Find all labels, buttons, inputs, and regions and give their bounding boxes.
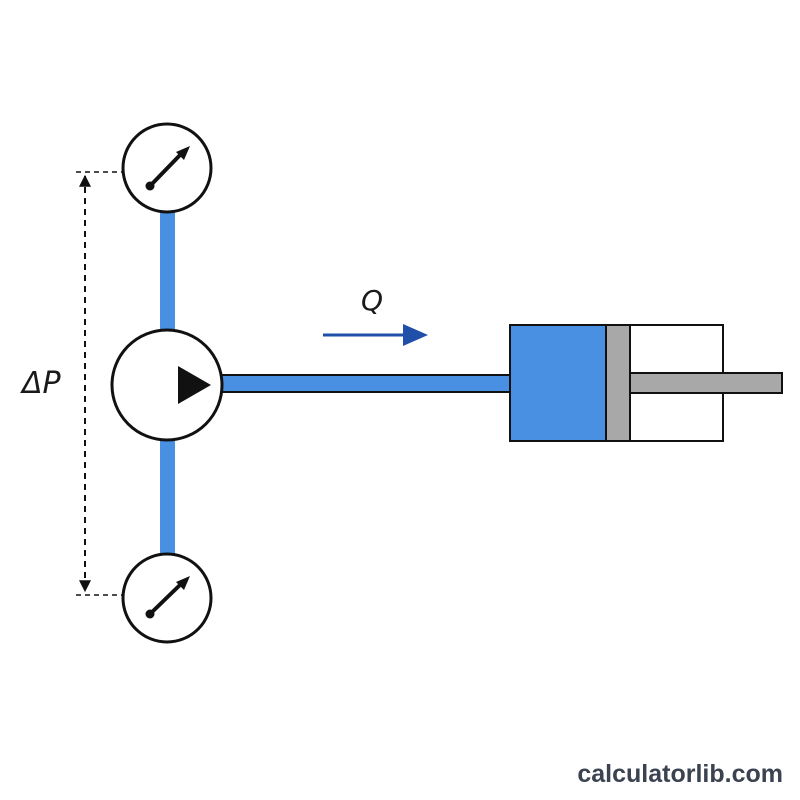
cylinder-fluid-chamber bbox=[509, 324, 607, 442]
watermark: calculatorlib.com bbox=[577, 760, 783, 788]
flow-rate-label: Q bbox=[361, 284, 383, 317]
pump bbox=[110, 328, 224, 442]
lower-pressure-gauge bbox=[121, 552, 213, 644]
pressure-difference-label: ΔP bbox=[20, 366, 62, 401]
flow-arrow bbox=[323, 324, 428, 346]
piston-rod bbox=[629, 372, 783, 394]
upper-pressure-gauge bbox=[121, 122, 213, 214]
pressure-gauge-icon bbox=[145, 576, 190, 619]
supply-pipe bbox=[215, 374, 513, 393]
piston bbox=[605, 324, 631, 442]
upper-pipe bbox=[160, 208, 175, 336]
lower-pipe bbox=[160, 436, 175, 558]
pump-triangle-icon bbox=[178, 366, 211, 404]
hydraulic-cylinder bbox=[509, 324, 783, 442]
pressure-gauge-icon bbox=[145, 146, 190, 191]
pressure-difference-dimension bbox=[76, 171, 123, 596]
